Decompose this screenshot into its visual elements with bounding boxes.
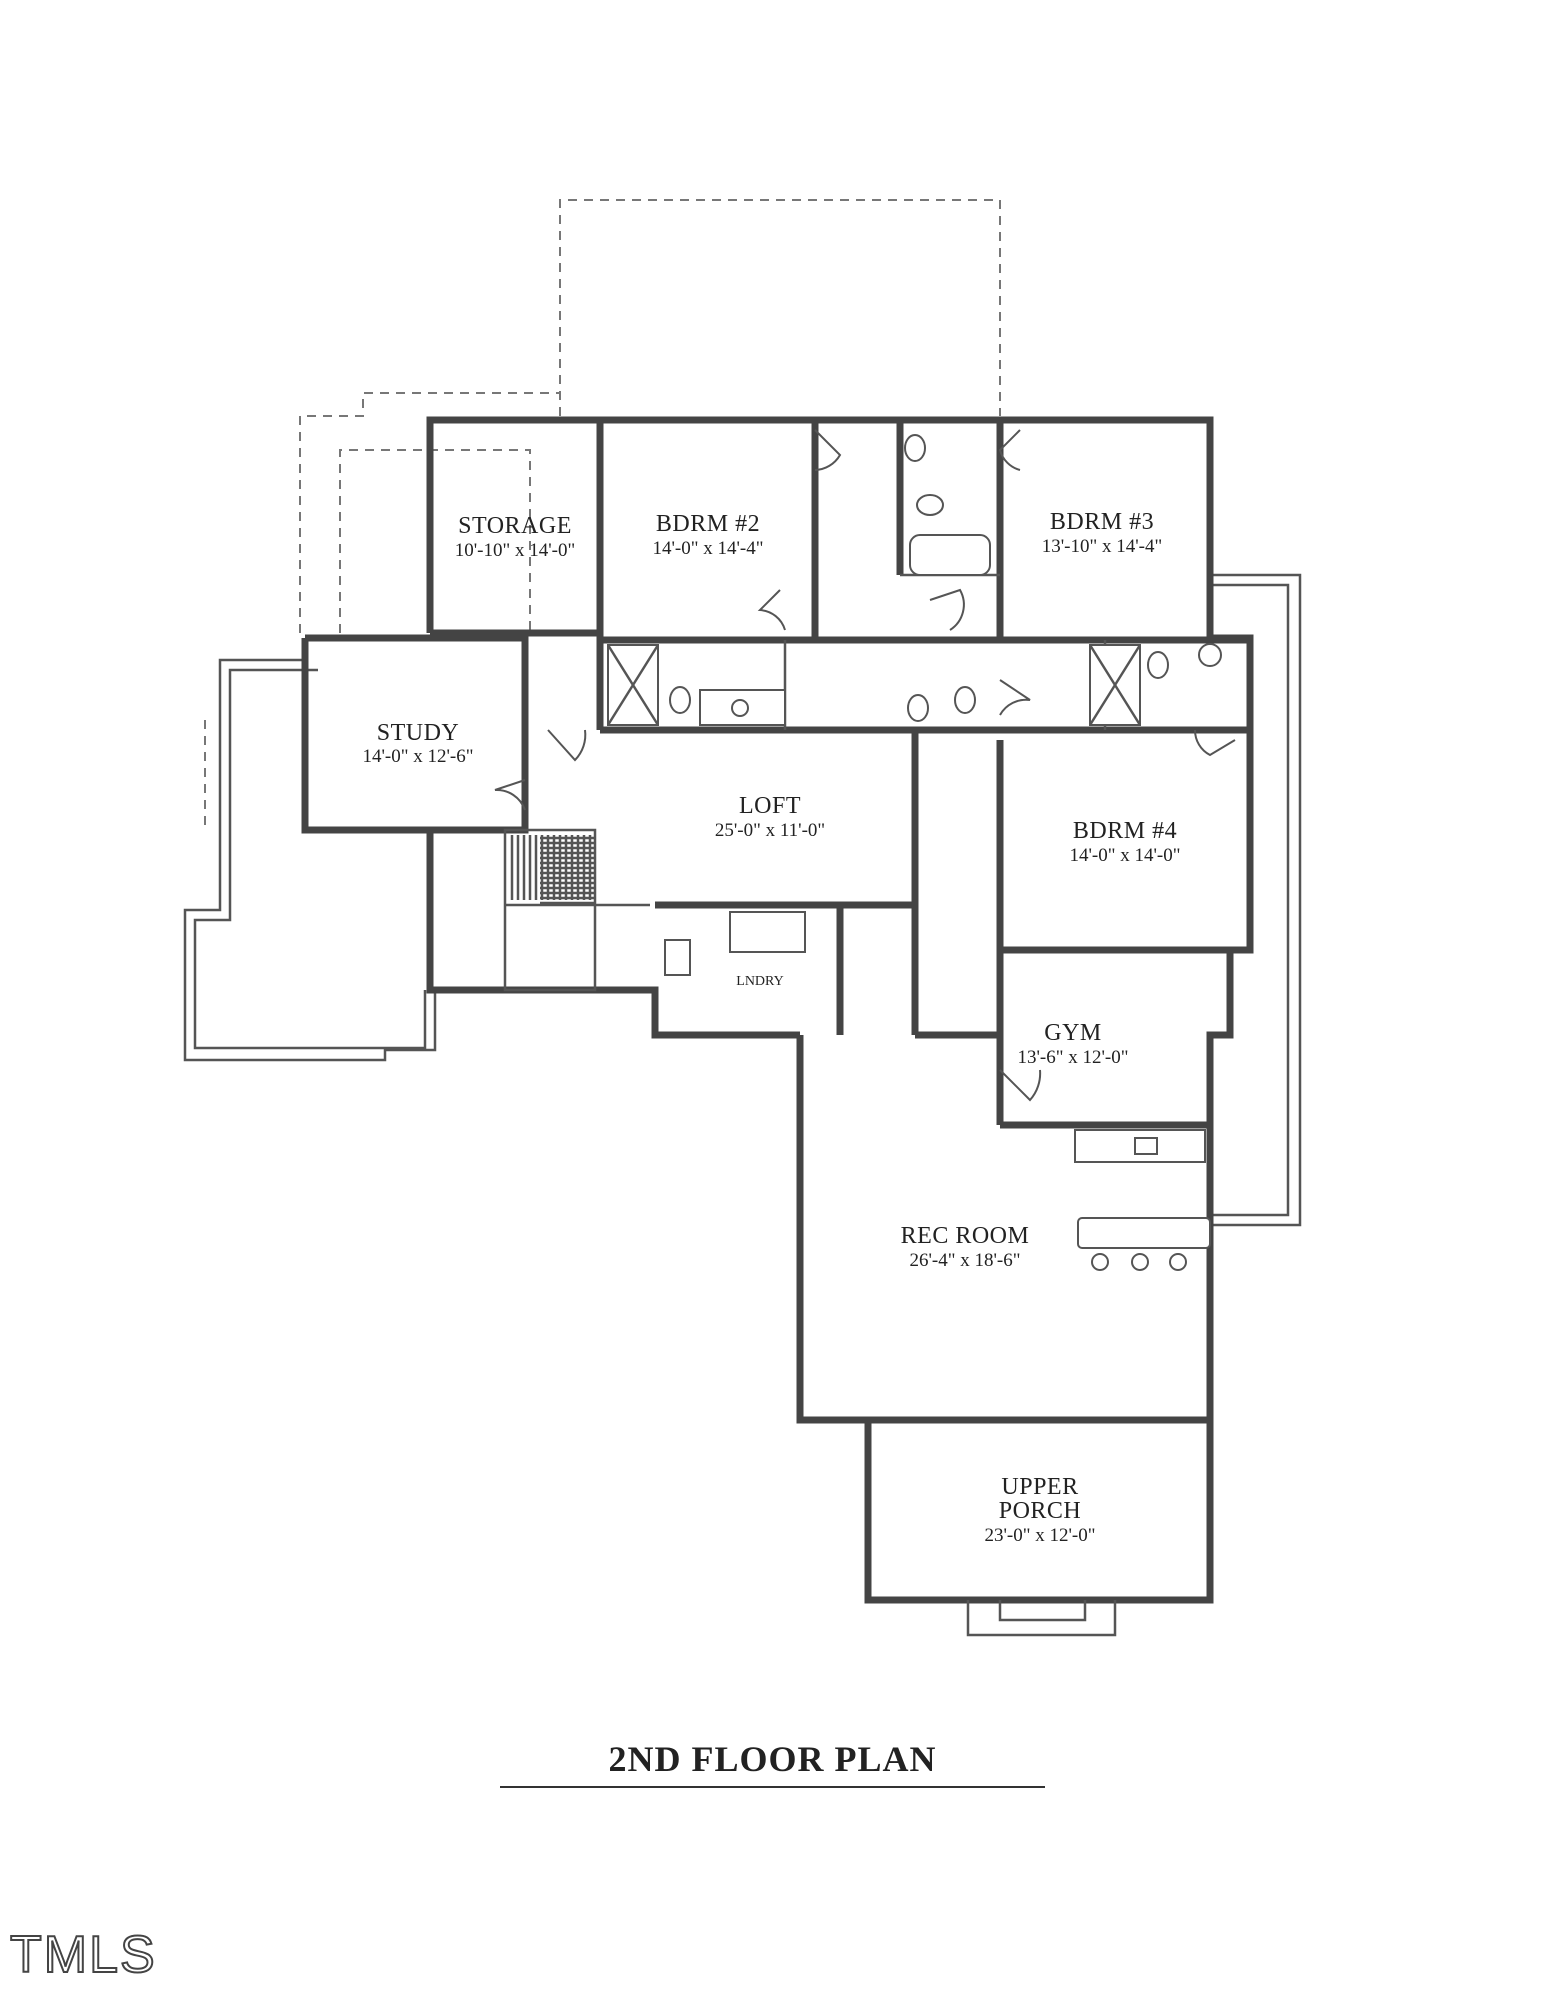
room-name-loft: LOFT — [739, 793, 801, 819]
room-dims-bdrm2: 14'-0" x 14'-4" — [652, 538, 763, 559]
room-name-bdrm4: BDRM #4 — [1073, 818, 1177, 844]
room-name-porch-line2: PORCH — [999, 1498, 1082, 1524]
room-labels: STORAGE 10'-10" x 14'-0" BDRM #2 14'-0" … — [362, 509, 1180, 1546]
room-name-gym: GYM — [1044, 1020, 1102, 1046]
stairs — [503, 828, 650, 992]
room-name-storage: STORAGE — [458, 513, 572, 539]
interior-walls — [430, 420, 1250, 1129]
bath-fixtures — [606, 434, 1222, 976]
room-dims-storage: 10'-10" x 14'-0" — [455, 540, 576, 561]
room-name-study: STUDY — [377, 720, 460, 746]
room-name-recroom: REC ROOM — [901, 1223, 1030, 1249]
room-name-porch-line1: UPPER — [1001, 1474, 1078, 1500]
left-deck — [183, 658, 437, 1062]
bar-counter — [1074, 1129, 1211, 1271]
room-name-bdrm2: BDRM #2 — [656, 511, 760, 537]
room-dims-recroom: 26'-4" x 18'-6" — [909, 1250, 1020, 1271]
room-dims-loft: 25'-0" x 11'-0" — [715, 820, 825, 841]
right-deck — [1210, 573, 1302, 1227]
upper-porch-outline — [864, 1420, 1214, 1637]
room-name-lndry: LNDRY — [736, 974, 783, 989]
room-dims-porch: 23'-0" x 12'-0" — [984, 1525, 1095, 1546]
room-dims-bdrm4: 14'-0" x 14'-0" — [1069, 845, 1180, 866]
room-dims-study: 14'-0" x 12'-6" — [362, 746, 473, 767]
doors — [494, 429, 1236, 1102]
plan-title: 2ND FLOOR PLAN — [500, 1738, 1045, 1788]
roof-outlines — [204, 199, 1001, 830]
room-name-bdrm3: BDRM #3 — [1050, 509, 1154, 535]
room-dims-gym: 13'-6" x 12'-0" — [1017, 1047, 1128, 1068]
room-dims-bdrm3: 13'-10" x 14'-4" — [1042, 536, 1163, 557]
mls-watermark: TMLS — [9, 1925, 157, 1985]
